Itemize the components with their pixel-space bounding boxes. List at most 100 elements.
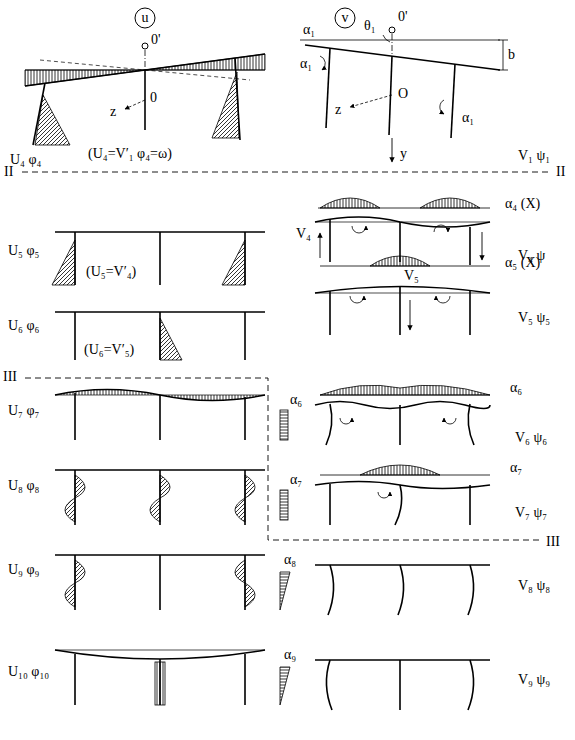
angle-label: α₁ (303, 22, 315, 37)
equation-note: (U₅=V′₄) (86, 264, 136, 279)
drawing-stroke (392, 34, 393, 54)
drawing-stroke (383, 35, 390, 42)
load-label: α₇ (290, 472, 302, 487)
load-label: V₅ (404, 268, 419, 283)
drawing-stroke (315, 287, 490, 294)
angle-label: α₁ (462, 110, 474, 125)
drawing-stroke (65, 475, 85, 522)
drawing-stroke (35, 95, 70, 145)
drawing-stroke (389, 27, 395, 33)
drawing-stroke (315, 659, 490, 661)
load-label: α₈ (284, 552, 296, 567)
drawing-stroke (444, 418, 456, 424)
angle-label: θ₁ (364, 18, 376, 33)
drawing-stroke (420, 198, 480, 208)
mode-label: U₅ φ₅ (8, 243, 39, 258)
drawing-stroke (360, 465, 440, 475)
circled-letter: u (142, 10, 149, 25)
circled-letter: v (342, 10, 349, 25)
mode-label: U₄ φ₄ (10, 152, 41, 167)
axis-label: z (110, 104, 116, 119)
mode-label: U₁₀ φ₁₀ (8, 664, 49, 679)
mode-label: U₆ φ₆ (8, 318, 39, 333)
structure-drawing (22, 8, 550, 710)
load-label: α₅ (X) (505, 255, 540, 270)
drawing-stroke (326, 48, 330, 128)
dimension-label: b (508, 47, 515, 62)
equation-note: (U₆=V′₅) (84, 342, 134, 357)
mode-label: U₇ φ₇ (8, 403, 39, 418)
drawing-stroke (340, 418, 352, 424)
drawing-stroke (160, 318, 182, 360)
drawing-stroke (315, 217, 490, 227)
drawing-stroke (315, 482, 490, 489)
drawing-stroke (434, 225, 448, 232)
drawing-stroke (320, 233, 321, 258)
drawing-stroke (142, 43, 148, 49)
drawing-stroke (135, 8, 155, 28)
point-label: 0' (151, 32, 161, 47)
drawing-stroke (280, 410, 288, 440)
section-mark: III (3, 369, 17, 384)
angle-label: α₁ (300, 56, 312, 71)
point-label: 0' (398, 9, 408, 24)
point-label: 0 (150, 90, 157, 105)
drawing-stroke (440, 100, 444, 114)
section-mark: II (4, 164, 13, 179)
mode-label: V₇ ψ₇ (515, 505, 547, 520)
drawing-stroke (235, 560, 255, 607)
load-label: α₄ (X) (505, 196, 540, 211)
equation-note: (U₄=V′₁ φ₄=ω) (88, 146, 172, 161)
drawing-stroke (75, 470, 245, 525)
drawing-stroke (25, 378, 540, 540)
drawing-stroke (315, 564, 490, 566)
drawing-stroke (320, 385, 490, 395)
drawing-stroke (320, 198, 380, 208)
drawing-stroke (75, 312, 245, 360)
drawing-stroke (451, 64, 455, 138)
drawing-stroke (280, 572, 290, 610)
drawing-stroke (55, 650, 265, 651)
drawing-stroke (75, 654, 245, 705)
drawing-stroke (436, 296, 450, 303)
drawing-stroke (75, 555, 245, 610)
drawing-stroke (335, 8, 355, 28)
drawing-stroke (300, 40, 500, 41)
mode-label: U₉ φ₉ (8, 562, 39, 577)
drawing-stroke (145, 50, 146, 68)
drawing-stroke (320, 56, 325, 70)
drawing-stroke (315, 402, 490, 409)
drawing-stroke (125, 100, 145, 109)
drawing-stroke (482, 232, 483, 260)
section-mark: II (556, 164, 565, 179)
mode-label: U₈ φ₈ (8, 478, 39, 493)
drawing-stroke (150, 475, 170, 522)
drawing-stroke (328, 565, 474, 615)
mode-label: V₅ ψ₅ (518, 310, 550, 325)
drawing-stroke (222, 240, 245, 285)
drawing-stroke (65, 560, 85, 607)
drawing-stroke (52, 240, 75, 285)
mode-label: V₉ ψ₉ (518, 672, 550, 687)
load-label: α₇ (510, 460, 522, 475)
drawing-stroke (280, 490, 288, 520)
mode-label: V₆ ψ₆ (515, 430, 547, 445)
drawing-stroke (330, 287, 470, 335)
drawing-stroke (55, 650, 265, 659)
drawing-stroke (326, 660, 473, 710)
drawing-stroke (378, 492, 390, 498)
drawing-stroke (305, 45, 500, 70)
drawing-stroke (155, 662, 165, 705)
drawing-stroke (235, 475, 255, 522)
point-label: O (398, 86, 408, 101)
drawing-stroke (352, 226, 366, 233)
drawing-stroke (410, 300, 411, 330)
axis-label: y (400, 146, 407, 161)
drawing-stroke (315, 293, 490, 294)
section-mark: III (546, 534, 560, 549)
drawing-stroke (75, 232, 245, 285)
load-label: α₆ (290, 392, 302, 407)
drawing-stroke (350, 95, 392, 107)
